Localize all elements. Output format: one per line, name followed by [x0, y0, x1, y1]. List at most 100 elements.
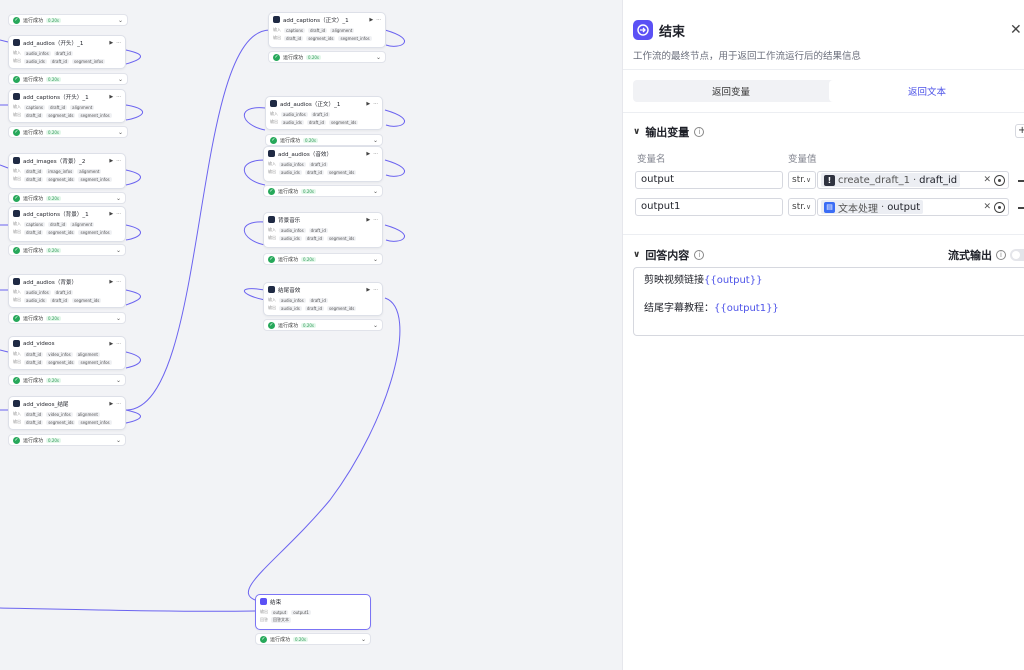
tab-return-text[interactable]: 返回文本	[829, 80, 1024, 102]
run-icon[interactable]: ▶	[366, 150, 371, 157]
stream-output: 流式输出 i	[948, 247, 1024, 263]
info-icon[interactable]: i	[996, 250, 1006, 260]
run-icon[interactable]: ▶	[109, 400, 114, 407]
more-icon[interactable]: ···	[116, 400, 121, 407]
target-icon[interactable]	[994, 201, 1005, 213]
run-icon[interactable]: ▶	[366, 216, 371, 223]
run-icon[interactable]: ▶	[109, 39, 114, 46]
clear-icon[interactable]: ✕	[983, 202, 991, 212]
type-select[interactable]: str.∨	[788, 198, 816, 216]
node-title: add_audios（音效）	[278, 151, 333, 158]
chevron-down-icon: ⌄	[375, 53, 381, 61]
more-icon[interactable]: ···	[116, 340, 121, 347]
reference-node: create_draft_1	[838, 174, 910, 186]
param-chip: segment_ids	[327, 235, 357, 241]
param-chip: draft_id	[310, 111, 330, 117]
answer-content-editor[interactable]: 剪映视频链接{{output}} 结尾字幕教程：{{output1}}	[633, 267, 1024, 336]
variable-reference[interactable]: ▤ 文本处理 · output ✕	[817, 198, 1009, 216]
node-status[interactable]: ✓ 运行成功 0.20s ⌄	[8, 14, 128, 26]
variable-name-input[interactable]: output	[635, 171, 783, 189]
more-icon[interactable]: ···	[373, 150, 378, 157]
run-icon[interactable]: ▶	[109, 93, 114, 100]
check-icon: ✓	[260, 635, 267, 643]
status-text: 运行成功	[23, 129, 44, 136]
end-icon	[260, 598, 267, 605]
answer-section-header[interactable]: ∨ 回答内容 i	[633, 247, 705, 263]
plugin-icon	[268, 216, 275, 223]
more-icon[interactable]: ···	[116, 93, 121, 100]
run-icon[interactable]: ▶	[109, 340, 114, 347]
clear-icon[interactable]: ✕	[983, 175, 991, 185]
param-chip: draft_id	[307, 27, 328, 33]
panel-description: 工作流的最终节点，用于返回工作流运行后的结果信息	[633, 51, 862, 62]
more-icon[interactable]: ···	[116, 39, 121, 46]
more-icon[interactable]: ···	[376, 16, 381, 23]
more-icon[interactable]: ···	[116, 210, 121, 217]
run-icon[interactable]: ▶	[369, 16, 374, 23]
variable-reference[interactable]: ! create_draft_1 · draft_id ✕	[817, 171, 1009, 189]
variable-name-input[interactable]: output1	[635, 198, 783, 216]
info-icon[interactable]: i	[694, 250, 705, 260]
status-text: 运行成功	[23, 76, 44, 83]
node-title: add_audios（正文）_1	[280, 101, 341, 108]
param-chip: segment_ids	[329, 119, 359, 125]
status-text: 运行成功	[23, 195, 44, 202]
target-icon[interactable]	[994, 174, 1005, 186]
run-icon[interactable]: ▶	[109, 278, 114, 285]
chevron-down-icon: ⌄	[117, 16, 123, 24]
param-chip: alignment	[75, 351, 100, 357]
run-icon[interactable]: ▶	[366, 100, 371, 107]
type-select[interactable]: str.∨	[788, 171, 816, 189]
tab-return-variables[interactable]: 返回变量	[711, 87, 750, 98]
more-icon[interactable]: ···	[373, 100, 378, 107]
remove-variable-button[interactable]	[1018, 207, 1024, 209]
section-title: 输出变量	[645, 126, 690, 139]
more-icon[interactable]: ···	[373, 216, 378, 223]
add-variable-button[interactable]: +	[1015, 124, 1024, 138]
stream-output-toggle[interactable]	[1010, 249, 1024, 261]
param-chip: segment_infos	[78, 112, 112, 118]
remove-variable-button[interactable]	[1018, 180, 1024, 182]
param-chip: alignment	[70, 104, 95, 110]
run-icon[interactable]: ▶	[109, 210, 114, 217]
param-chip: draft_id	[24, 419, 44, 425]
more-icon[interactable]: ···	[116, 278, 121, 285]
param-chip: draft_id	[24, 229, 44, 235]
more-icon[interactable]: ···	[116, 157, 121, 164]
info-icon[interactable]: i	[694, 127, 705, 137]
run-icon[interactable]: ▶	[366, 286, 371, 293]
run-icon[interactable]: ▶	[109, 157, 114, 164]
status-text: 运行成功	[23, 437, 44, 444]
close-icon[interactable]: ✕	[1010, 22, 1022, 38]
output-section-header[interactable]: ∨ 输出变量 i	[633, 124, 705, 140]
param-chip: segment_ids	[46, 419, 76, 425]
more-icon[interactable]: ···	[373, 286, 378, 293]
